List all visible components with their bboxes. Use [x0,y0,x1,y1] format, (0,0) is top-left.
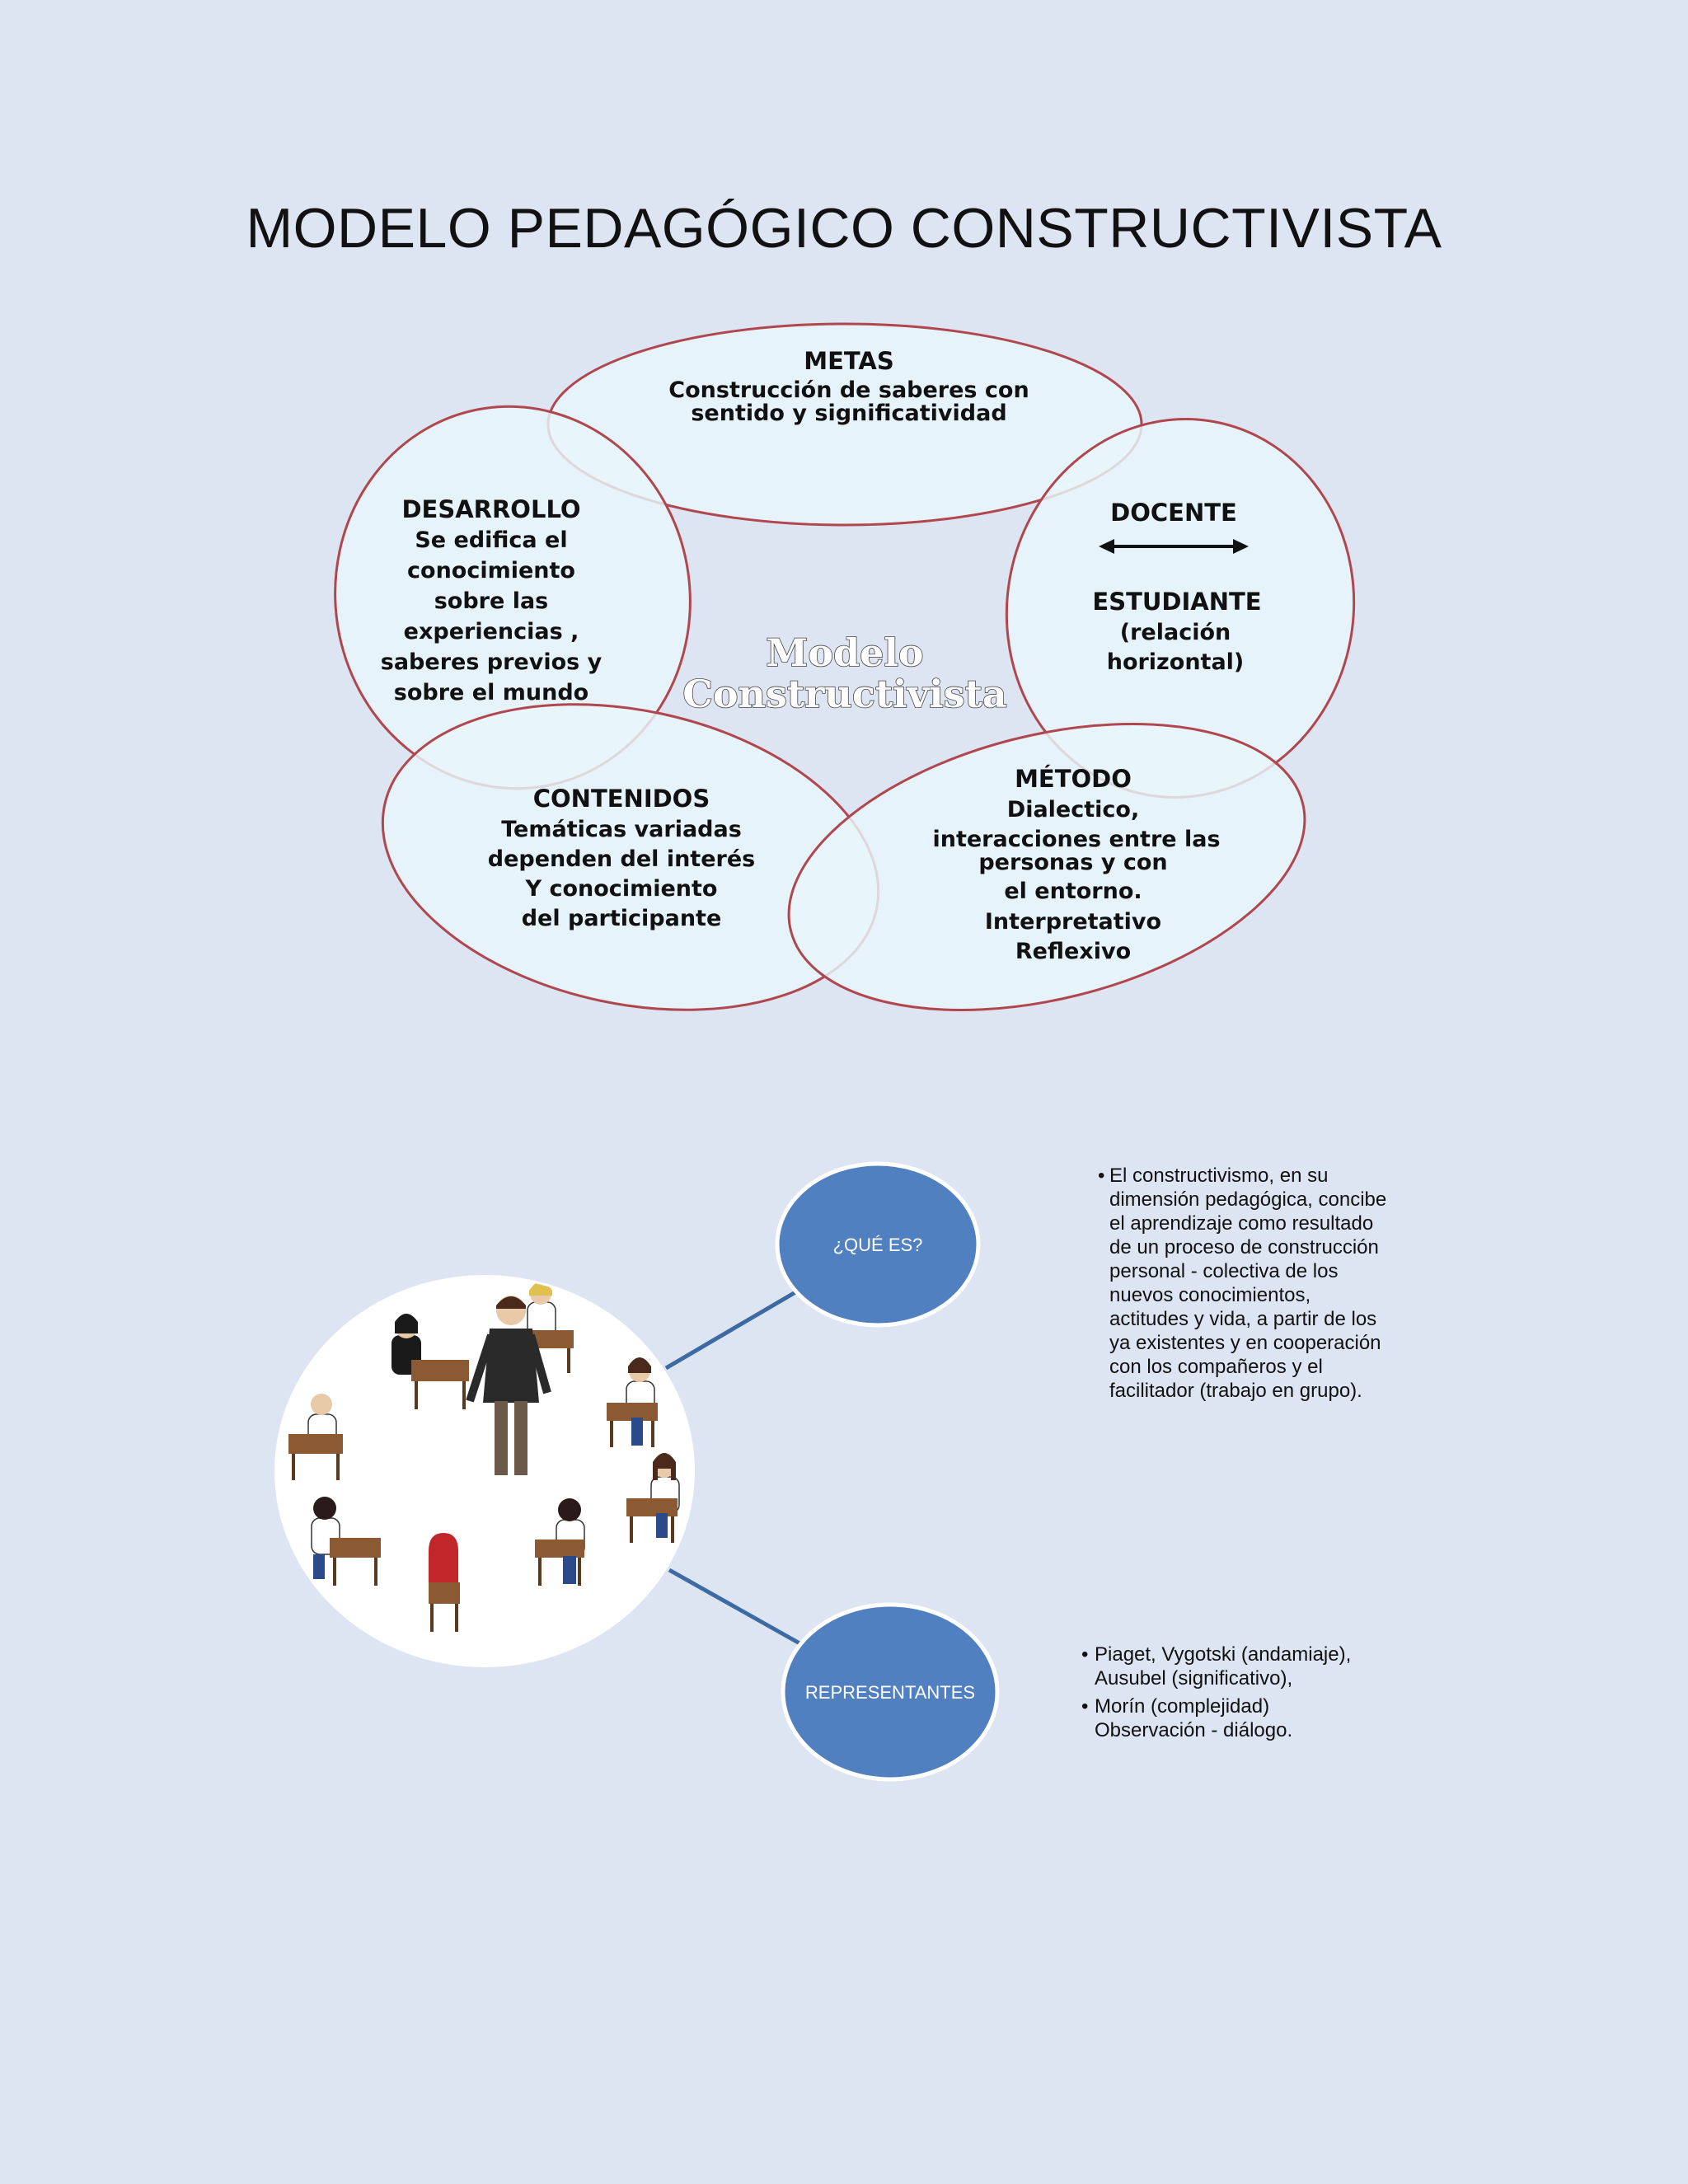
representantes-label: REPRESENTANTES [805,1682,975,1703]
center-label-line-1: Modelo [766,630,923,675]
description-line: actitudes y vida, a partir de los [1109,1308,1376,1330]
estudiante-heading: ESTUDIANTE [1092,588,1261,616]
contenidos-line: dependen del interés [488,846,755,872]
representantes-description: • Piaget, Vygotski (andamiaje), Ausubel … [1081,1643,1351,1741]
docente-line: (relación [1120,620,1231,645]
cycle-center-label: Modelo Constructivista [682,630,1007,717]
representantes-line: Observación - diálogo. [1095,1719,1292,1741]
student-desk-icon [392,1314,469,1409]
description-line: dimensión pedagógica, concibe [1109,1188,1386,1211]
student-desk-icon [626,1453,680,1543]
concept-map: ¿QUÉ ES? REPRESENTANTES • El constructiv… [274,1161,1386,1782]
description-line: personal - colectiva de los [1109,1260,1338,1282]
metas-line: Construcción de saberes con [668,377,1029,403]
metodo-line: el entorno. [1004,879,1142,904]
desarrollo-line: Se edifica el [415,527,567,553]
description-line: de un proceso de construcción [1109,1236,1379,1258]
desarrollo-line: experiencias , [404,619,579,644]
metas-block: METAS Construcción de saberes con sentid… [668,347,1029,426]
representantes-line: Piaget, Vygotski (andamiaje), [1095,1643,1351,1666]
desarrollo-line: conocimiento [407,558,575,583]
contenidos-line: del participante [522,906,722,931]
student-desk-icon [311,1497,381,1586]
que-es-description: • El constructivismo, en su dimensión pe… [1098,1165,1386,1402]
description-line: el aprendizaje como resultado [1109,1212,1373,1235]
metodo-heading: MÉTODO [1015,765,1132,793]
contenidos-heading: CONTENIDOS [533,785,710,813]
docente-block: DOCENTE ESTUDIANTE (relación horizontal) [1092,499,1261,675]
teacher-figure-icon [466,1296,551,1475]
cycle-diagram: Modelo Constructivista METAS Construcció… [334,322,1356,1011]
metodo-line: interacciones entre las [932,827,1220,852]
center-label-line-2: Constructivista [682,672,1006,716]
metodo-block: MÉTODO Dialectico, interacciones entre l… [932,765,1220,964]
double-arrow-icon [1099,539,1249,554]
desarrollo-line: sobre el mundo [394,680,588,705]
desarrollo-block: DESARROLLO Se edifica el conocimiento so… [381,495,603,705]
description-line: nuevos conocimientos, [1109,1284,1311,1306]
desarrollo-heading: DESARROLLO [401,495,580,523]
contenidos-block: CONTENIDOS Temáticas variadas dependen d… [488,785,755,931]
contenidos-line: Temáticas variadas [501,817,742,842]
description-line: El constructivismo, en su [1109,1165,1328,1187]
representantes-line: Ausubel (significativo), [1095,1667,1292,1690]
description-line: facilitador (trabajo en grupo). [1109,1380,1362,1402]
student-desk-icon [607,1357,658,1447]
docente-line: horizontal) [1107,649,1245,675]
bullet-marker: • [1081,1643,1088,1666]
student-desk-icon [429,1533,460,1632]
docente-heading: DOCENTE [1110,499,1237,527]
ellipse-metodo [787,723,1306,1011]
connector-line [664,1290,797,1371]
metodo-line: personas y con [978,850,1167,875]
metodo-line: Reflexivo [1015,939,1131,964]
student-desk-icon [535,1498,585,1586]
page-title: MODELO PEDAGÓGICO CONSTRUCTIVISTA [246,197,1442,260]
student-desk-icon [288,1394,343,1480]
desarrollo-line: saberes previos y [381,649,603,675]
metodo-line: Dialectico, [1007,797,1139,823]
classroom-illustration [274,1275,695,1667]
connector-line [668,1568,803,1647]
contenidos-line: Y conocimiento [525,876,718,902]
que-es-label: ¿QUÉ ES? [833,1235,923,1255]
bullet-marker: • [1098,1165,1104,1187]
bullet-marker: • [1081,1695,1088,1718]
representantes-node: REPRESENTANTES [781,1602,1000,1782]
metas-heading: METAS [804,347,894,375]
metas-line: sentido y significatividad [691,401,1006,426]
desarrollo-line: sobre las [434,588,549,614]
representantes-line: Morín (complejidad) [1095,1695,1269,1718]
metodo-line: Interpretativo [985,909,1161,935]
que-es-node: ¿QUÉ ES? [775,1161,981,1328]
description-line: con los compañeros y el [1109,1356,1323,1378]
description-line: ya existentes y en cooperación [1109,1332,1381,1354]
